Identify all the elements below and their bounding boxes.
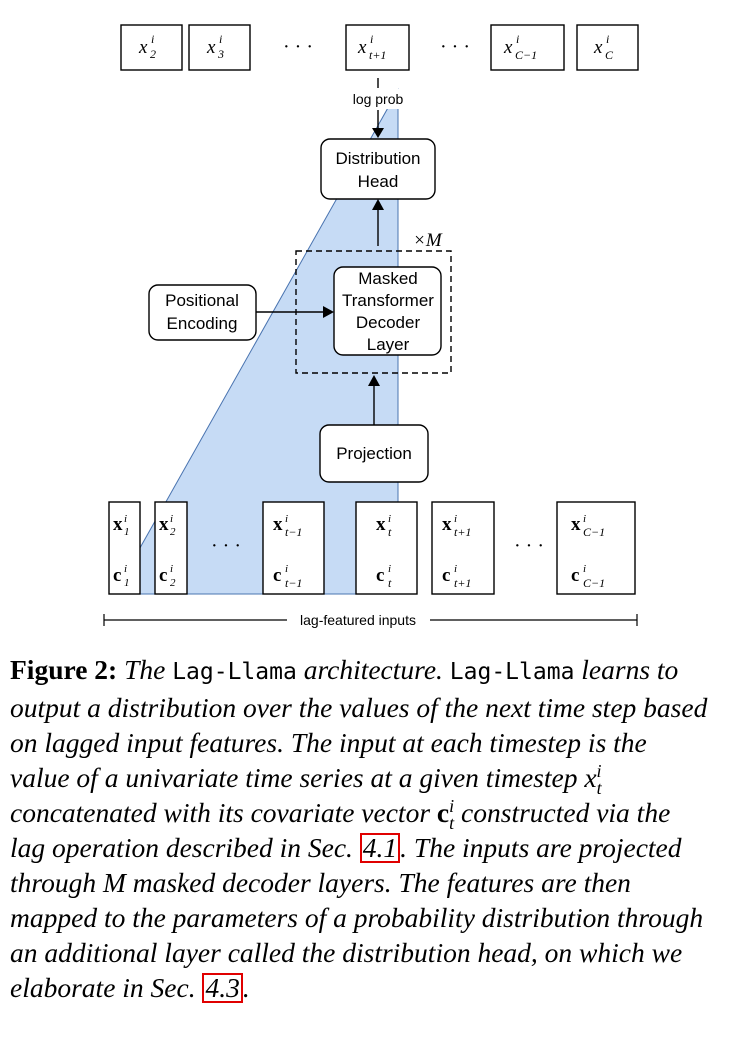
decoder-line3: Decoder [356,313,421,332]
positional-encoding-line1: Positional [165,291,239,310]
svg-text:x: x [113,514,123,535]
svg-text:c: c [376,565,384,586]
svg-text:t+1: t+1 [369,48,386,62]
svg-text:i: i [124,563,127,575]
input-column-box [355,501,418,595]
input-column-box [556,501,636,595]
input-column-box [154,501,188,595]
input-ellipsis-left: · · · [211,535,241,557]
svg-text:i: i [454,513,457,525]
output-ellipsis-left: · · · [283,36,313,58]
section-ref-4-1[interactable]: 4.1 [359,833,401,863]
lag-inputs-label: lag-featured inputs [300,612,416,628]
output-token-box [490,24,565,71]
section-ref-4-3[interactable]: 4.3 [202,973,243,1003]
svg-text:i: i [388,563,391,575]
output-token-box [576,24,639,71]
distribution-head-line2: Head [358,172,399,191]
svg-text:c: c [273,565,281,586]
distribution-head-line1: Distribution [335,149,420,168]
figure-caption: Figure 2: The Lag-Llama architecture. La… [10,654,708,1003]
svg-text:t+1: t+1 [454,576,471,590]
svg-text:i: i [583,513,586,525]
projection-label: Projection [336,444,412,463]
svg-text:i: i [170,513,173,525]
svg-text:C−1: C−1 [583,576,605,590]
svg-text:c: c [159,565,167,586]
architecture-diagram: x i 2 x i 3 · · · x i t+1 · · · x i C−1 … [103,24,639,629]
svg-text:i: i [124,513,127,525]
svg-text:t+1: t+1 [454,525,471,539]
svg-text:1: 1 [124,526,130,538]
output-tokens: x i 2 x i 3 · · · x i t+1 · · · x i C−1 … [120,24,639,71]
svg-text:i: i [170,563,173,575]
svg-text:i: i [516,32,519,46]
svg-text:i: i [583,563,586,575]
input-column-box [262,501,325,595]
svg-text:i: i [454,563,457,575]
svg-text:i: i [606,32,609,46]
input-column-box [108,501,141,595]
svg-text:2: 2 [150,47,156,61]
output-ellipsis-right: · · · [440,36,470,58]
output-token: x [206,37,216,58]
svg-text:c: c [442,565,450,586]
svg-text:2: 2 [170,526,176,538]
svg-text:x: x [571,514,581,535]
svg-text:x: x [159,514,169,535]
decoder-line4: Layer [367,335,410,354]
caption-lead: Figure 2: [10,654,118,685]
svg-text:t−1: t−1 [285,576,302,590]
output-token-box [188,24,251,71]
output-token: x [138,37,148,58]
svg-text:x: x [376,514,386,535]
svg-text:t: t [388,525,392,539]
svg-text:t−1: t−1 [285,525,302,539]
svg-text:2: 2 [170,577,176,589]
svg-text:i: i [388,513,391,525]
output-token: x [357,37,367,58]
decoder-line2: Transformer [342,291,434,310]
svg-text:i: i [219,32,222,46]
lag-inputs-span: lag-featured inputs [103,611,638,629]
input-column-box [431,501,495,595]
model-name: Lag-Llama [172,659,297,685]
svg-text:i: i [285,513,288,525]
svg-text:c: c [571,565,579,586]
symbol-c-t-i: cit [436,795,455,833]
output-token: x [593,37,603,58]
model-name: Lag-Llama [449,659,575,685]
output-token: x [503,37,513,58]
svg-text:t: t [388,576,392,590]
svg-text:i: i [285,563,288,575]
input-ellipsis-right: · · · [514,535,544,557]
svg-text:i: i [151,32,154,46]
output-token-box [120,24,183,71]
symbol-x-t-i: xit [584,760,602,798]
svg-text:C: C [605,48,614,62]
positional-encoding-line2: Encoding [167,314,238,333]
decoder-line1: Masked [358,269,418,288]
output-token-box [345,24,410,71]
repeat-label: ×M [413,230,443,251]
svg-text:C−1: C−1 [583,525,605,539]
decoder-layer-block [333,266,442,356]
svg-text:x: x [273,514,283,535]
svg-text:c: c [113,565,121,586]
svg-text:1: 1 [124,577,130,589]
svg-text:3: 3 [217,47,224,61]
input-columns: x i 1 c i 1 x i 2 c i 2 · · · x i t−1 c … [108,501,636,595]
svg-text:i: i [370,32,373,46]
log-prob-label: log prob [353,91,404,107]
svg-text:x: x [442,514,452,535]
svg-text:C−1: C−1 [515,48,537,62]
